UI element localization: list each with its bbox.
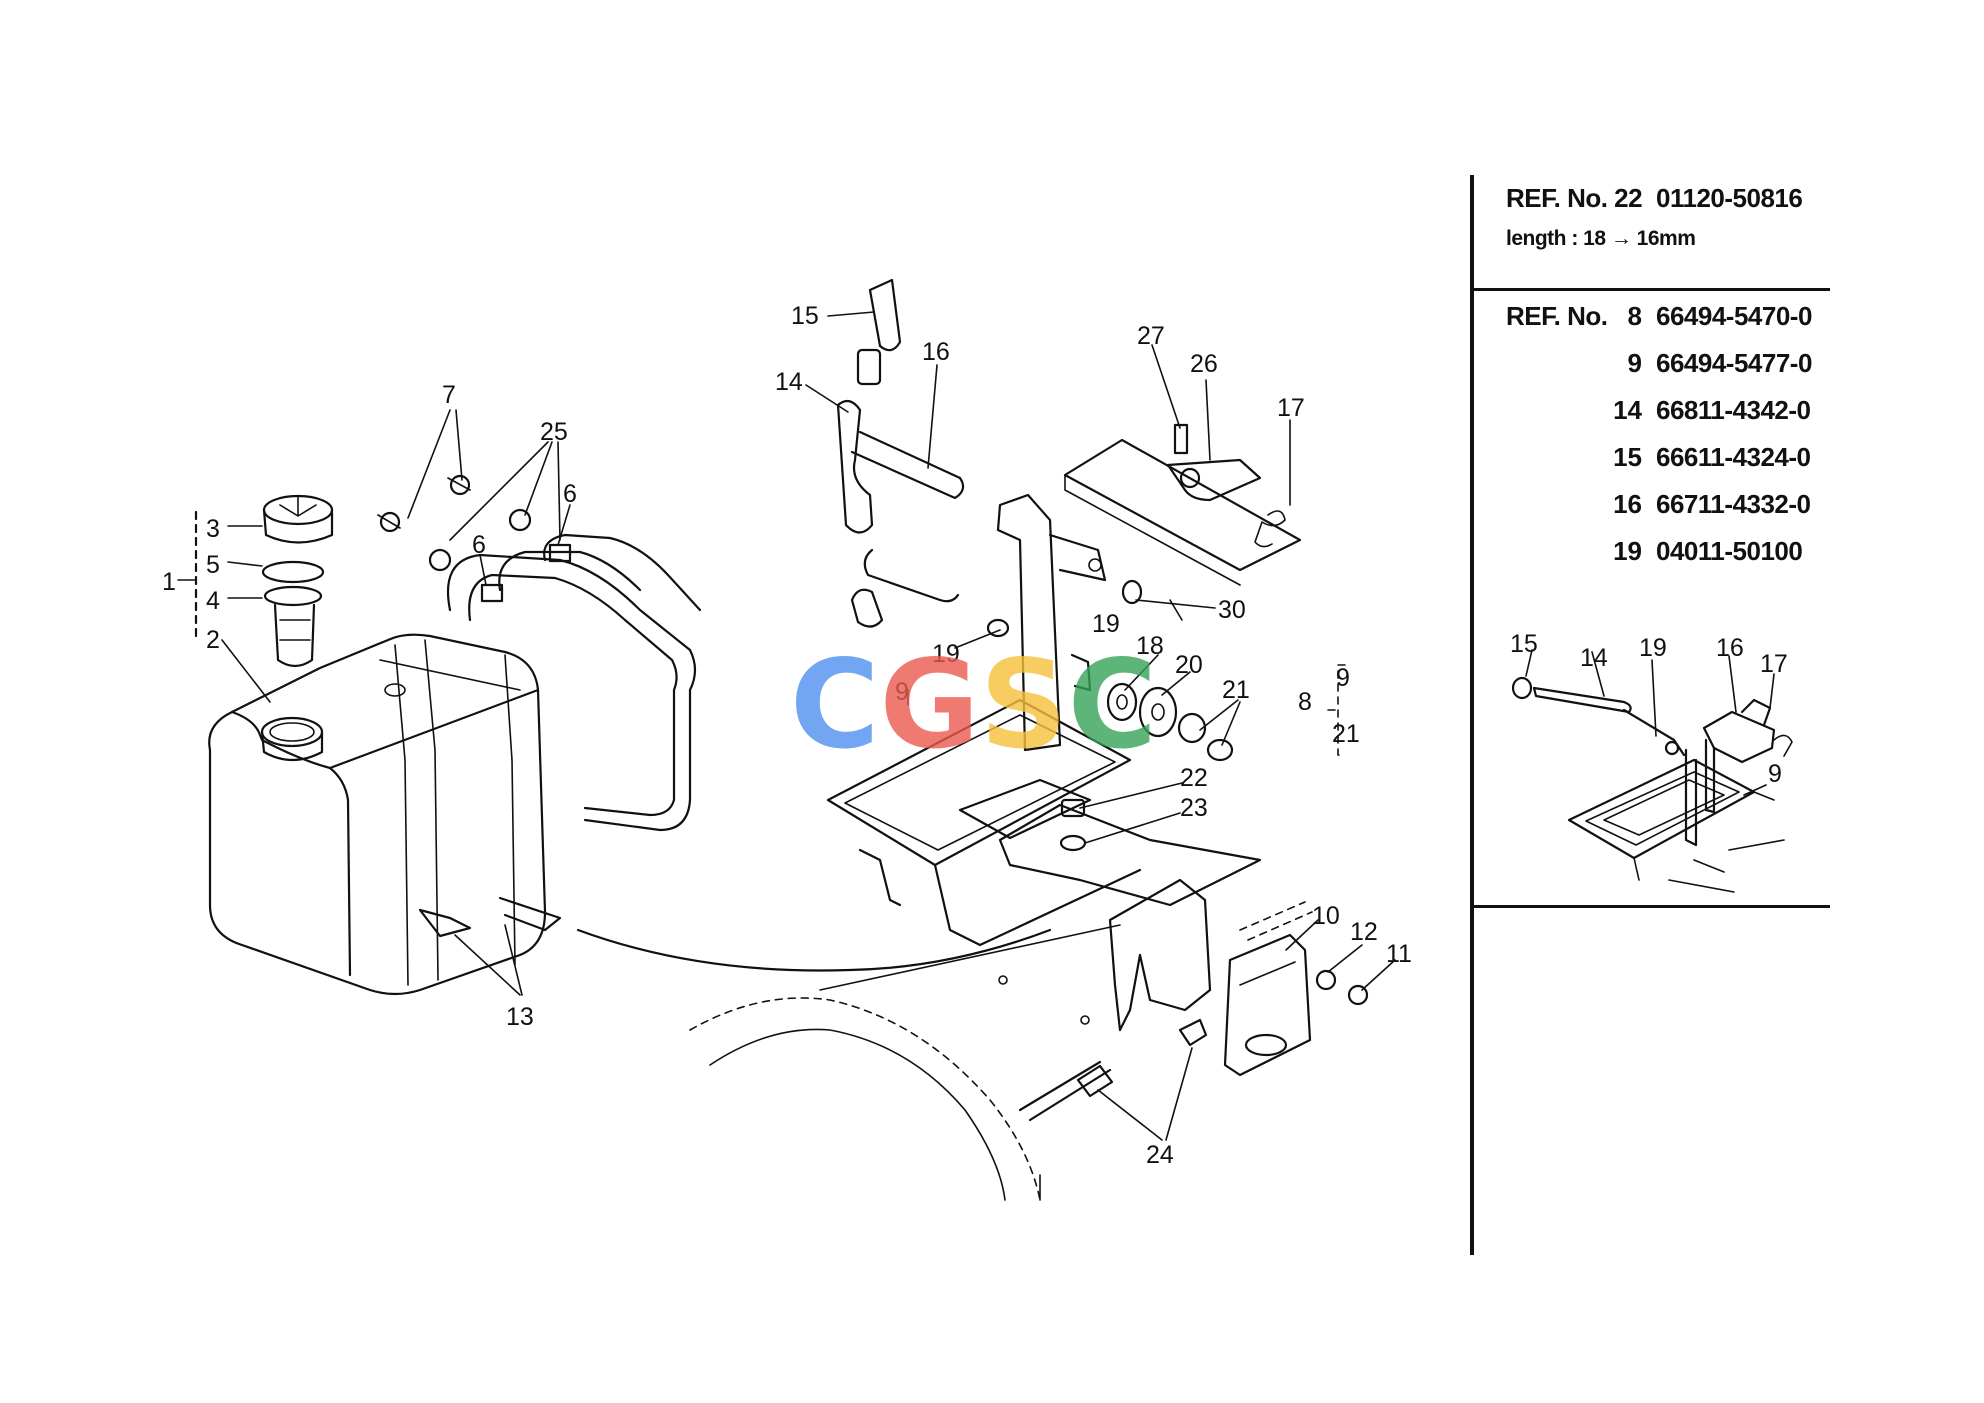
callout-19-left: 19 <box>932 640 960 668</box>
leader-lines <box>177 311 1396 1141</box>
callout-13: 13 <box>506 1003 534 1031</box>
callout-4: 4 <box>206 587 220 615</box>
ref-row: 19 04011-50100 <box>1470 536 1830 576</box>
callout-15: 15 <box>791 302 819 330</box>
detent-arm <box>1063 423 1302 586</box>
ref-row: 8 66494-5470-0 <box>1470 301 1830 341</box>
watermark-letter-1: C <box>790 634 880 776</box>
fuel-tank <box>208 633 547 996</box>
panel-divider-vertical <box>1470 175 1474 1255</box>
callout-labels: 1 2 3 5 4 7 25 6 6 13 15 14 16 27 26 17 … <box>162 302 1412 1169</box>
detail-callout-17: 17 <box>1760 650 1788 678</box>
callout-5: 5 <box>206 551 220 579</box>
callout-16: 16 <box>922 338 950 366</box>
ref22-label: REF. No. 22 <box>1506 183 1643 213</box>
detail-callout-16: 16 <box>1716 634 1744 662</box>
part-code: 66494-5477-0 <box>1656 348 1812 378</box>
ref-number: 9 <box>1627 348 1642 378</box>
callout-18: 18 <box>1136 632 1164 660</box>
callout-10: 10 <box>1312 902 1340 930</box>
part-code: 04011-50100 <box>1656 536 1803 566</box>
callout-14: 14 <box>775 368 803 396</box>
part-code: 66811-4342-0 <box>1656 395 1811 425</box>
callout-9: 9 <box>895 678 909 706</box>
ref22-length-note: length : 18 → 16mm <box>1506 227 1696 250</box>
tank-straps <box>418 533 702 938</box>
detail-sketch: 15 14 19 16 17 9 <box>1510 630 1793 893</box>
callout-2: 2 <box>206 626 220 654</box>
ref-row: 15 66611-4324-0 <box>1470 442 1830 482</box>
reference-panel: REF. No. 22 01120-50816 length : 18 → 16… <box>1470 175 1830 1255</box>
callout-6-lower: 6 <box>472 531 486 559</box>
detail-callout-15: 15 <box>1510 630 1538 658</box>
side-cover <box>1223 901 1369 1077</box>
tray-bracket <box>826 698 1262 1032</box>
detail-callout-19: 19 <box>1639 634 1667 662</box>
watermark-logo: CGSC <box>790 640 1210 770</box>
callout-12: 12 <box>1350 918 1378 946</box>
ref-row: 14 66811-4342-0 <box>1470 395 1830 435</box>
callout-24: 24 <box>1146 1141 1174 1169</box>
ref-row: 9 66494-5477-0 <box>1470 348 1830 388</box>
callout-22: 22 <box>1180 764 1208 792</box>
fender-body <box>689 924 1208 1201</box>
detail-callout-14: 14 <box>1580 644 1608 672</box>
watermark-letter-4: C <box>1067 634 1158 776</box>
callout-1: 1 <box>162 568 176 596</box>
callout-30: 30 <box>1218 596 1246 624</box>
detail-callout-9: 9 <box>1768 760 1782 788</box>
watermark-letter-3: S <box>979 634 1068 776</box>
watermark-letter-2: G <box>879 634 980 776</box>
callout-7: 7 <box>442 381 456 409</box>
callout-25: 25 <box>540 418 568 446</box>
part-code: 66711-4332-0 <box>1656 489 1811 519</box>
callout-8-range-end: 21 <box>1332 720 1360 748</box>
fuel-line <box>576 928 1052 972</box>
callout-6: 6 <box>563 480 577 508</box>
callout-20: 20 <box>1175 651 1203 679</box>
callout-27: 27 <box>1137 322 1165 350</box>
panel-divider-top <box>1474 288 1830 291</box>
lever-assembly <box>836 278 1107 752</box>
ref22-code: 01120-50816 <box>1656 183 1803 213</box>
callout-26: 26 <box>1190 350 1218 378</box>
ref-number: 14 <box>1613 395 1642 425</box>
callout-8: 8 <box>1298 688 1312 716</box>
ref-row: 16 66711-4332-0 <box>1470 489 1830 529</box>
ref-number: 8 <box>1627 301 1642 331</box>
callout-19: 19 <box>1092 610 1120 638</box>
filler-cap-assembly <box>194 494 334 668</box>
panel-divider-bottom <box>1474 905 1830 908</box>
ref-label: REF. No. <box>1506 301 1608 331</box>
callout-17: 17 <box>1277 394 1305 422</box>
ref-number: 16 <box>1613 489 1642 519</box>
callout-21: 21 <box>1222 676 1250 704</box>
ref-number: 15 <box>1613 442 1642 472</box>
strap-fasteners <box>377 474 572 603</box>
ref-number: 19 <box>1613 536 1642 566</box>
callout-8-range-start: 9 <box>1336 664 1350 692</box>
washers-and-nuts <box>1106 579 1234 762</box>
part-code: 66611-4324-0 <box>1656 442 1811 472</box>
callout-11: 11 <box>1386 940 1412 968</box>
part-code: 66494-5470-0 <box>1656 301 1812 331</box>
callout-23: 23 <box>1180 794 1208 822</box>
callout-3: 3 <box>206 515 220 543</box>
